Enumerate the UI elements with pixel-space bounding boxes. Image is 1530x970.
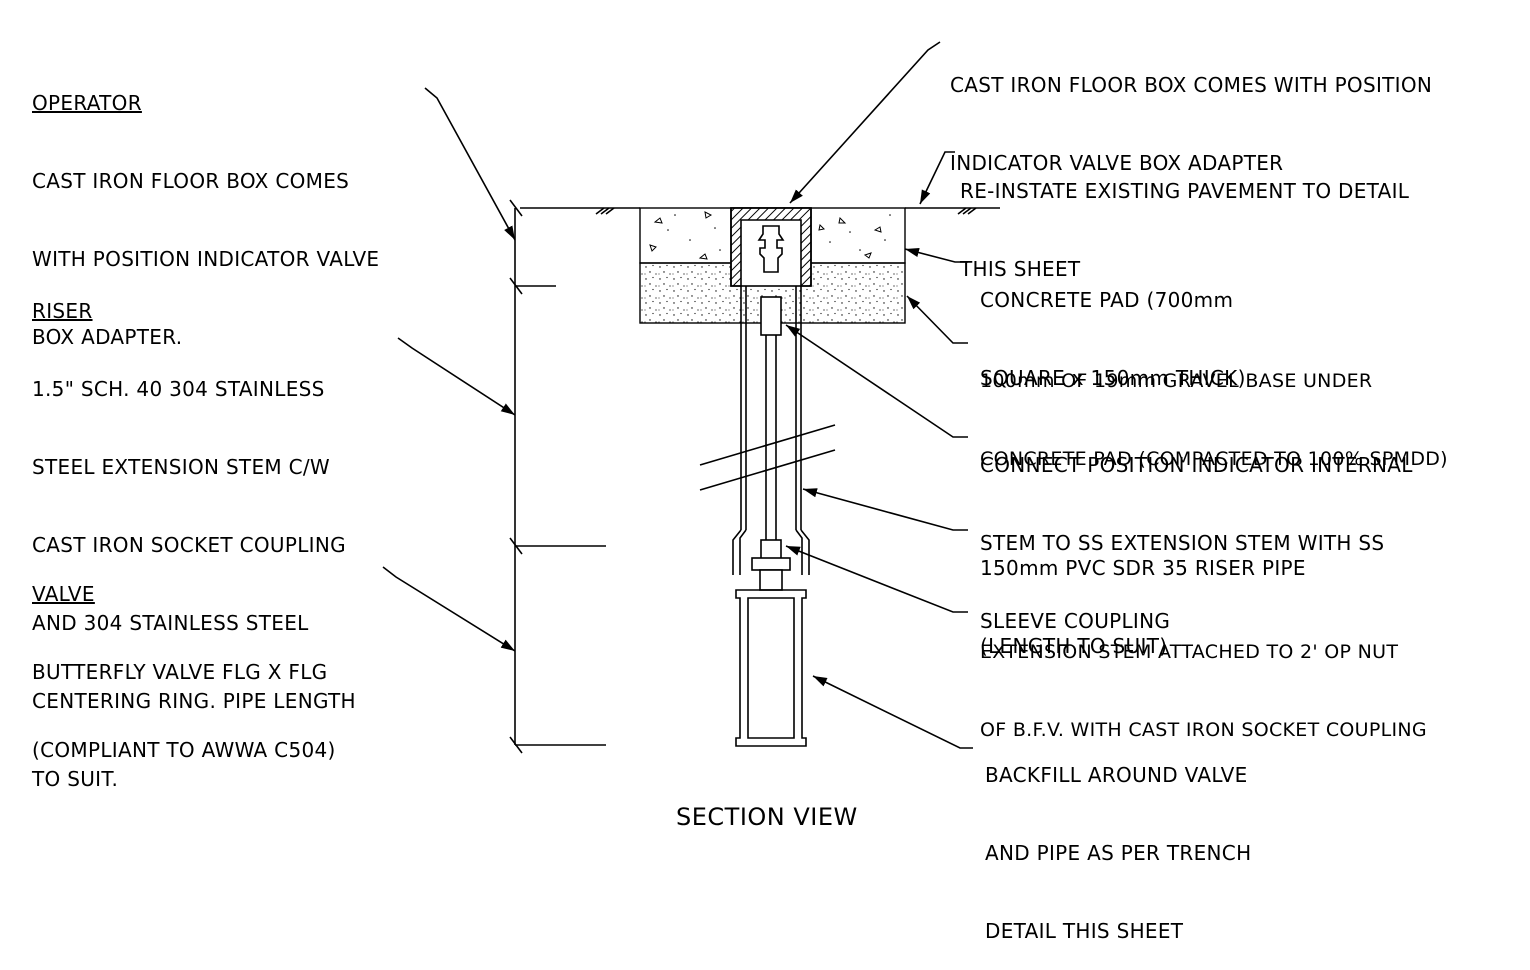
leader-riser: [397, 337, 516, 416]
extension-stem-line-2: OF B.F.V. WITH CAST IRON SOCKET COUPLING: [980, 719, 1427, 741]
valve-note: VALVE BUTTERFLY VALVE FLG X FLG (COMPLIA…: [32, 529, 336, 789]
riser-pipe-line-1: 150mm PVC SDR 35 RISER PIPE: [980, 556, 1306, 580]
connect-stem-line-3: SLEEVE COUPLING: [980, 609, 1171, 633]
riser-line-1: 1.5" SCH. 40 304 STAINLESS: [32, 377, 325, 401]
dimension-line: [509, 199, 606, 754]
callout-concrete-pad: CONCRETE PAD (700mm SQUARE x 150mm THICK…: [980, 235, 1246, 417]
leader-operator: [424, 87, 516, 241]
backfill-line-3: DETAIL THIS SHEET: [985, 919, 1184, 943]
section-drawing: [382, 41, 1000, 754]
view-title: SECTION VIEW: [676, 803, 858, 831]
gravel-base-line-2: CONCRETE PAD (COMPACTED TO 100% SPMDD): [980, 448, 1448, 470]
leader-floor-box: [789, 41, 941, 204]
gravel-base-line-1: 100mm OF 19mm GRAVEL BASE UNDER: [980, 370, 1373, 392]
extension-stem: [751, 296, 791, 591]
connect-stem-line-2: STEM TO SS EXTENSION STEM WITH SS: [980, 531, 1385, 555]
riser-line-6: TO SUIT.: [32, 767, 119, 791]
leader-backfill: [812, 675, 973, 749]
callout-gravel-base: 100mm OF 19mm GRAVEL BASE UNDER CONCRETE…: [980, 316, 1448, 498]
callout-connect-stem: CONNECT POSITION INDICATOR INTERNAL STEM…: [980, 400, 1413, 660]
riser-line-3: CAST IRON SOCKET COUPLING: [32, 533, 346, 557]
callout-backfill: BACKFILL AROUND VALVE AND PIPE AS PER TR…: [985, 710, 1251, 970]
floor-box-line-2: INDICATOR VALVE BOX ADAPTER: [950, 151, 1284, 175]
valve-line-1: BUTTERFLY VALVE FLG X FLG: [32, 660, 328, 684]
leader-extension-stem: [785, 545, 968, 613]
leader-lines: [382, 41, 973, 749]
operator-note: OPERATOR CAST IRON FLOOR BOX COMES WITH …: [32, 38, 379, 376]
valve-line-2: (COMPLIANT TO AWWA C504): [32, 738, 336, 762]
leader-riser-pipe: [802, 488, 968, 531]
riser-line-5: CENTERING RING. PIPE LENGTH: [32, 689, 356, 713]
callout-riser-pipe: 150mm PVC SDR 35 RISER PIPE (LENGTH TO S…: [980, 503, 1306, 685]
connect-stem-line-1: CONNECT POSITION INDICATOR INTERNAL: [980, 453, 1413, 477]
concrete-pad-line-2: SQUARE x 150mm THICK): [980, 366, 1246, 390]
backfill-line-2: AND PIPE AS PER TRENCH: [985, 841, 1252, 865]
ground-line: [520, 207, 1000, 215]
pavement-line-2: THIS SHEET: [960, 257, 1081, 281]
callout-pavement: RE-INSTATE EXISTING PAVEMENT TO DETAIL T…: [960, 126, 1409, 308]
floor-box-line-1: CAST IRON FLOOR BOX COMES WITH POSITION: [950, 73, 1433, 97]
leader-gravel: [906, 295, 968, 344]
leader-valve: [382, 566, 516, 652]
butterfly-valve: [735, 589, 807, 747]
operator-heading: OPERATOR: [32, 91, 142, 115]
operator-line-1: CAST IRON FLOOR BOX COMES: [32, 169, 350, 193]
operator-line-2: WITH POSITION INDICATOR VALVE: [32, 247, 380, 271]
valve-heading: VALVE: [32, 582, 95, 606]
leader-pavement: [919, 151, 955, 205]
riser-pipe-line-2: (LENGTH TO SUIT): [980, 634, 1168, 658]
floor-box: [730, 207, 812, 287]
riser-line-4: AND 304 STAINLESS STEEL: [32, 611, 309, 635]
concrete-pad-line-1: CONCRETE PAD (700mm: [980, 288, 1234, 312]
riser-note: RISER 1.5" SCH. 40 304 STAINLESS STEEL E…: [32, 246, 356, 818]
leader-connect-stem: [785, 324, 968, 438]
leader-concrete-pad: [904, 248, 968, 263]
backfill-line-1: BACKFILL AROUND VALVE: [985, 763, 1248, 787]
callout-extension-stem: EXTENSION STEM ATTACHED TO 2' OP NUT OF …: [980, 587, 1427, 769]
riser-line-2: STEEL EXTENSION STEM C/W: [32, 455, 330, 479]
operator-line-3: BOX ADAPTER.: [32, 325, 183, 349]
riser-heading: RISER: [32, 299, 93, 323]
pavement-line-1: RE-INSTATE EXISTING PAVEMENT TO DETAIL: [960, 179, 1410, 203]
extension-stem-line-1: EXTENSION STEM ATTACHED TO 2' OP NUT: [980, 641, 1399, 663]
callout-floor-box: CAST IRON FLOOR BOX COMES WITH POSITION …: [950, 20, 1432, 202]
